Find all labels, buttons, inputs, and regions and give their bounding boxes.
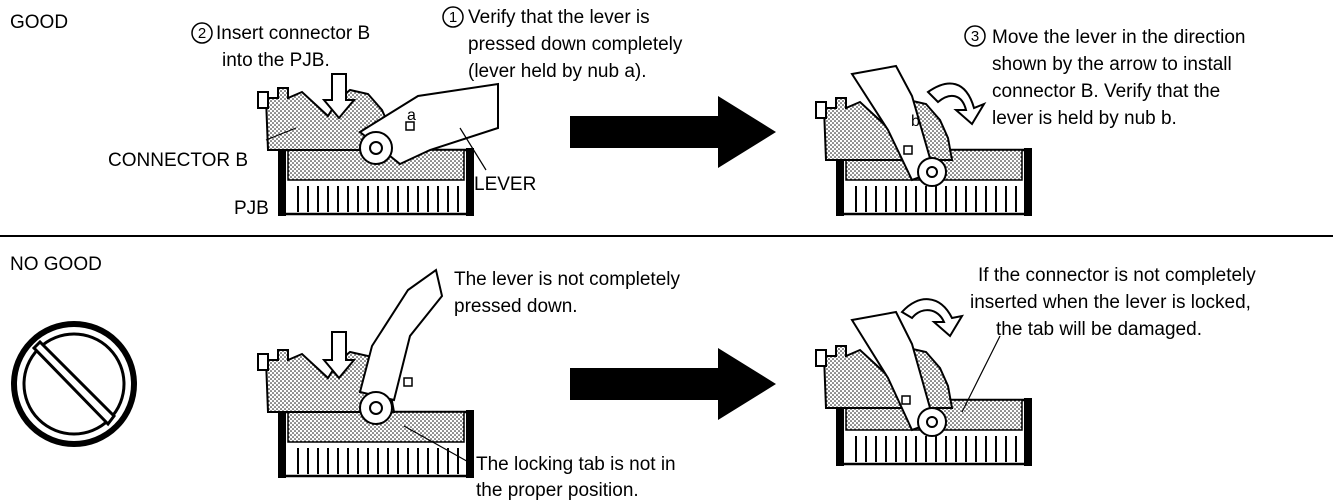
no-good-heading: NO GOOD xyxy=(10,254,102,275)
damage-note-line-3: the tab will be damaged. xyxy=(996,319,1202,340)
step-1-line-2: pressed down completely xyxy=(468,34,683,55)
step-1-line-1: Verify that the lever is xyxy=(468,7,650,28)
lever-label: LEVER xyxy=(474,174,536,195)
nub-b-label: b xyxy=(911,113,920,130)
locking-tab-line-2: the proper position. xyxy=(476,480,639,501)
step-3-line-3: connector B. Verify that the xyxy=(992,81,1220,102)
no-good-transition-arrow-icon xyxy=(570,348,776,420)
good-transition-arrow-icon xyxy=(570,96,776,168)
step-2-line-2: into the PJB. xyxy=(222,50,330,71)
connector-b-label: CONNECTOR B xyxy=(108,150,248,171)
step-1-number: 1 xyxy=(449,9,457,26)
no-good-right-illustration xyxy=(815,298,1034,468)
lever-not-pressed-line-2: pressed down. xyxy=(454,296,578,317)
curved-arrow-icon xyxy=(900,298,965,338)
step-2-badge xyxy=(191,22,213,44)
lever-shape xyxy=(358,82,499,166)
step-3-line-2: shown by the arrow to install xyxy=(992,54,1232,75)
no-good-left-illustration xyxy=(257,268,476,480)
pjb-label: PJB xyxy=(234,198,269,219)
lever-not-pressed-line-1: The lever is not completely xyxy=(454,269,680,290)
step-1-line-3: (lever held by nub a). xyxy=(468,61,647,82)
good-left-illustration: a xyxy=(257,73,499,218)
damage-note-line-1: If the connector is not completely xyxy=(978,265,1256,286)
step-3-number: 3 xyxy=(971,28,979,45)
locking-tab-line-1: The locking tab is not in xyxy=(476,454,676,475)
step-3-line-1: Move the lever in the direction xyxy=(992,27,1245,48)
damage-note-line-2: inserted when the lever is locked, xyxy=(970,292,1251,313)
good-heading: GOOD xyxy=(10,12,68,33)
good-right-illustration: b xyxy=(815,64,1034,218)
curved-arrow-icon xyxy=(926,82,987,126)
nub-a-mark xyxy=(405,121,415,131)
insert-arrow-icon xyxy=(321,73,357,120)
step-2-number: 2 xyxy=(198,25,206,42)
lever-partial-shape xyxy=(358,268,444,402)
step-1-badge xyxy=(442,6,464,28)
step-3-badge xyxy=(964,25,986,47)
nub-a-label: a xyxy=(407,107,416,124)
prohibition-icon xyxy=(11,321,137,447)
step-3-line-4: lever is held by nub b. xyxy=(992,108,1177,129)
step-2-line-1: Insert connector B xyxy=(216,23,370,44)
